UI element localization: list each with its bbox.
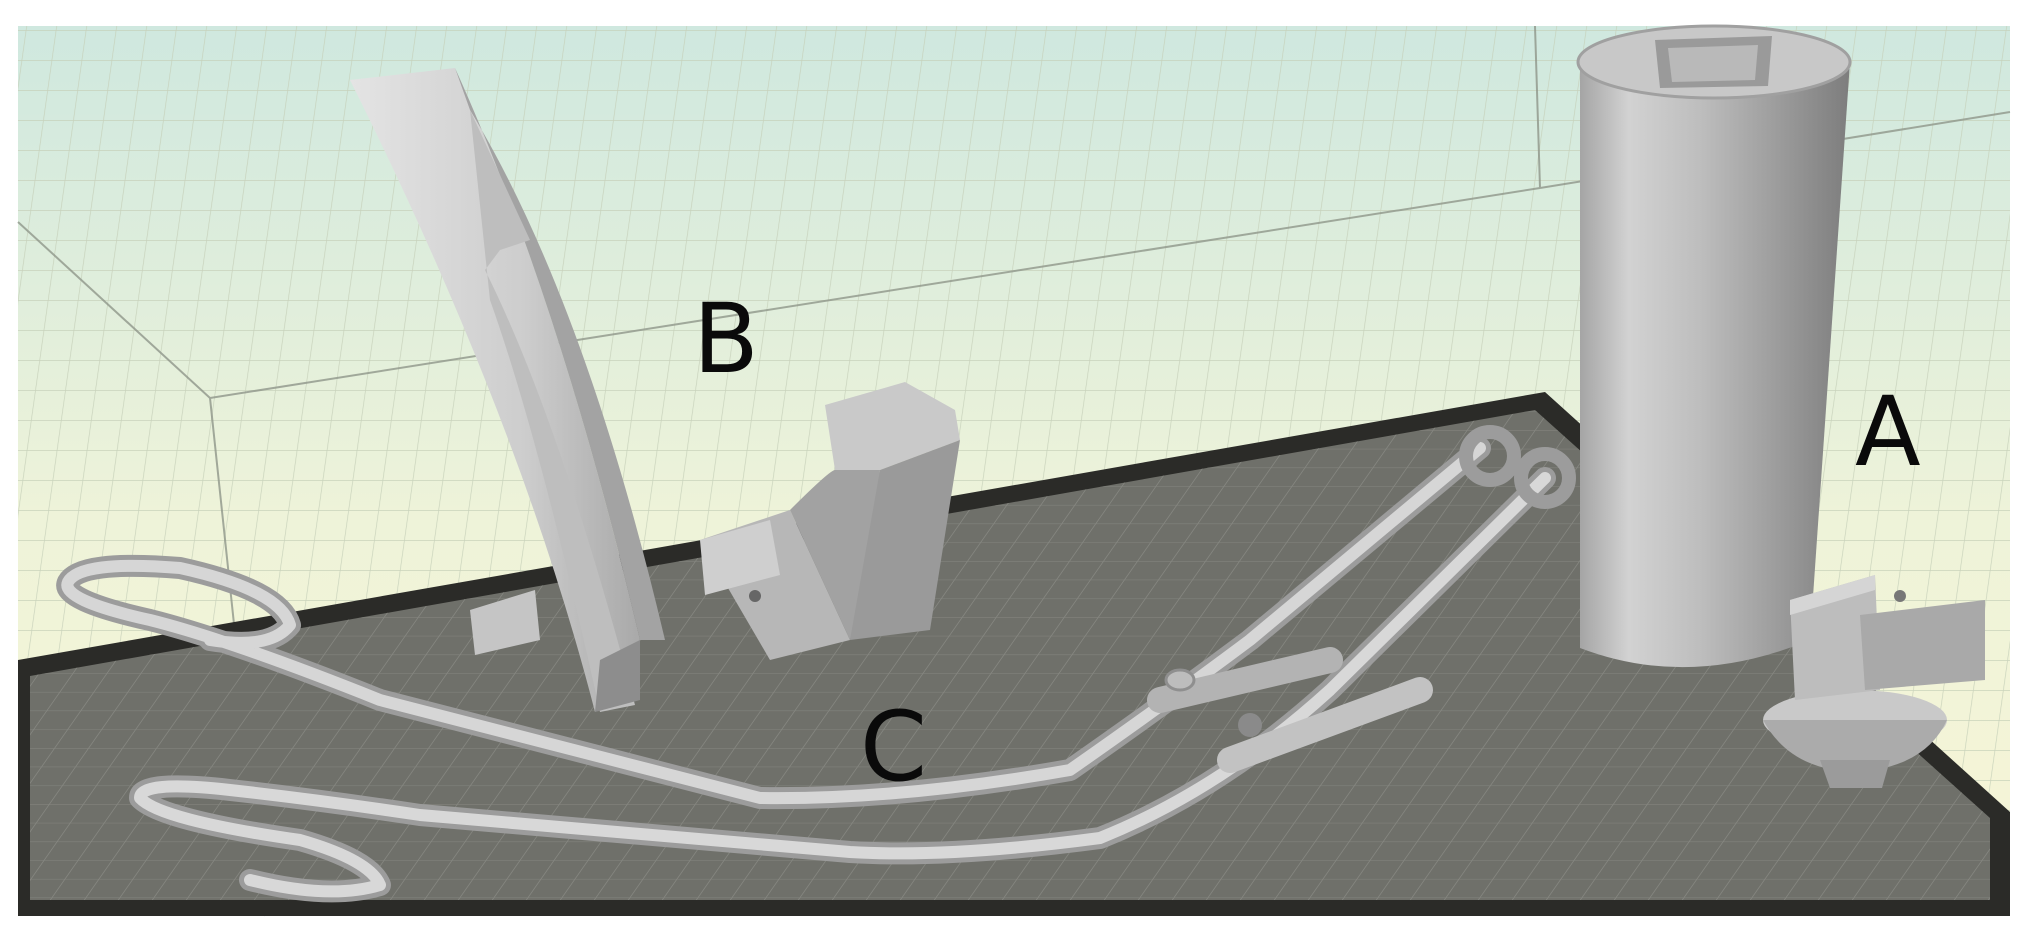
part-a-cylinder xyxy=(1576,24,1852,668)
label-part-c: C xyxy=(860,691,927,803)
part-c-forceps xyxy=(56,425,1576,903)
part-b-blade xyxy=(350,68,665,712)
part-a-clamp xyxy=(1763,575,1985,788)
part-b-bracket xyxy=(700,382,960,660)
label-part-b: B xyxy=(693,283,759,395)
label-part-a: A xyxy=(1855,376,1921,488)
